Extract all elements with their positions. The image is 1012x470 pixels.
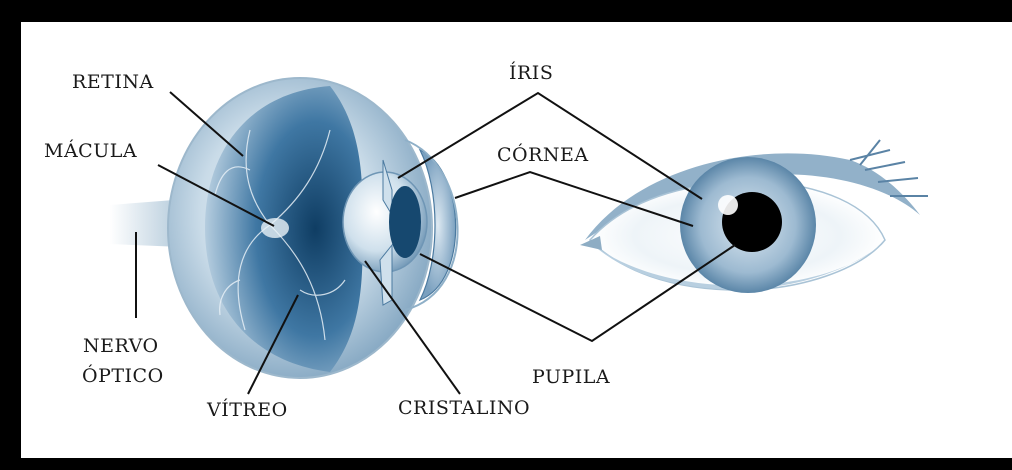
label-nervo-line2: ÓPTICO [82,364,164,387]
eye-front-view [580,140,928,293]
label-macula: MÁCULA [44,139,137,162]
eye-highlight [718,195,738,215]
label-iris: ÍRIS [509,61,553,84]
label-pupila: PUPILA [532,366,610,388]
label-retina: RETINA [72,71,154,93]
eyeball-cross-section [110,78,458,378]
pupil-section-shape [389,186,421,258]
label-cristalino: CRISTALINO [398,397,530,419]
label-vitreo: VÍTREO [206,398,288,421]
label-nervo-line1: NERVO [83,335,159,357]
label-cornea: CÓRNEA [497,143,589,166]
